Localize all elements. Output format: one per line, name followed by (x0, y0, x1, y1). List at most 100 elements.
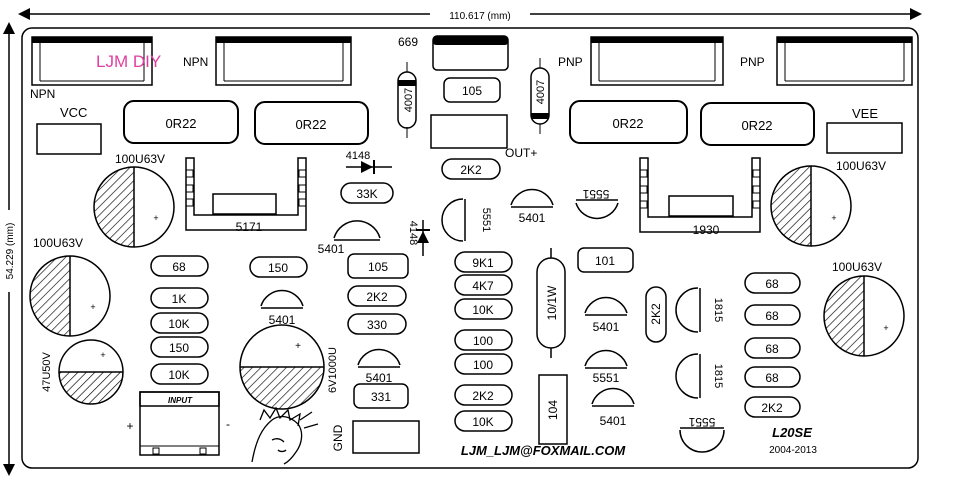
transistor-5401-d (260, 289, 304, 309)
transistor-5401-b (510, 188, 554, 208)
resistor-105-mid-label: 105 (368, 260, 388, 274)
power-transistor-npn-2 (215, 36, 352, 86)
resistor-105-top (443, 77, 501, 103)
vee-pad (826, 122, 903, 154)
capacitor-100u63v-4-label: 100U63V (832, 260, 882, 274)
transistor-1815-a-label: 1815 (712, 298, 724, 322)
resistor-4k7 (454, 274, 513, 296)
resistor-2k2-vertical (645, 286, 667, 343)
resistor-2k2-mid-label: 2K2 (366, 290, 388, 304)
resistor-0r22-3 (569, 100, 688, 144)
transistor-5401-d-label: 5401 (269, 313, 296, 327)
transistor-5401-b-label: 5401 (519, 211, 546, 225)
transistor-1815-a (675, 287, 701, 333)
resistor-10-1w (536, 248, 566, 358)
capacitor-104 (538, 374, 568, 445)
resistor-2k2-right-label: 2K2 (761, 401, 783, 415)
power-transistor-pnp-2 (776, 36, 913, 86)
transistor-5401-f-label: 5401 (600, 414, 627, 428)
width-label: 110.617 (mm) (449, 11, 511, 22)
resistor-105-mid (347, 253, 409, 279)
resistor-4k7-label: 4K7 (472, 279, 494, 293)
resistor-10k-center-1 (454, 298, 513, 320)
transistor-669 (432, 35, 509, 71)
diode-4148-vertical (416, 220, 430, 256)
pad-outplus (430, 114, 508, 149)
resistor-0r22-1 (123, 100, 239, 144)
resistor-150-left (150, 336, 209, 358)
diode-4148-horizontal-label: 4148 (346, 150, 370, 162)
resistor-0r22-3-label: 0R22 (612, 116, 643, 131)
resistor-68-right-2-label: 68 (765, 309, 779, 323)
transistor-5551-d (679, 427, 725, 453)
resistor-68-right-1 (744, 272, 801, 294)
logo-text: LJM DIY (96, 52, 161, 71)
capacitor-6v1000u-label: 6V1000U (327, 347, 339, 393)
diode-4148-vertical-label: 4148 (407, 221, 419, 245)
resistor-101-label: 101 (595, 254, 615, 268)
input-label: INPUT (168, 396, 193, 405)
capacitor-100u63v-3-label: 100U63V (836, 159, 886, 173)
resistor-10k-center-1-label: 10K (472, 303, 493, 317)
resistor-2k2-mid (347, 285, 407, 307)
out-label: OUT+ (505, 146, 537, 160)
diode-4007-right-label: 4007 (535, 80, 547, 104)
transistor-5401-f (591, 387, 635, 407)
capacitor-100u63v-1: + (93, 166, 175, 248)
resistor-0r22-4 (700, 102, 815, 146)
transistor-5551-b-label: 5551 (582, 187, 609, 201)
vee-label: VEE (852, 106, 878, 121)
transistor-1815-b (675, 353, 701, 399)
diode-4007-right (530, 58, 550, 134)
resistor-68-right-3 (744, 337, 801, 359)
resistor-68-right-4 (744, 366, 801, 388)
resistor-10k-left-1 (150, 312, 209, 334)
height-dimension: 54.229 (mm) (2, 22, 16, 476)
transistor-5401-e-label: 5401 (366, 371, 393, 385)
vcc-pad (36, 123, 102, 155)
resistor-100-2 (454, 353, 513, 375)
resistor-33k (340, 182, 394, 204)
capacitor-104-label: 104 (546, 400, 560, 420)
resistor-2k2-center-top (441, 158, 501, 180)
cap1-polarity: + (153, 213, 158, 223)
resistor-2k2-center-bottom (454, 384, 513, 406)
cap6-polarity: + (295, 341, 301, 352)
resistor-10k-center-2 (454, 410, 513, 432)
resistor-331 (353, 383, 409, 409)
board-outline (21, 27, 919, 469)
resistor-2k2-center-top-label: 2K2 (460, 163, 482, 177)
heatsink-left-label: 5171 (236, 220, 263, 234)
capacitor-47u50v-label: 47U50V (41, 351, 53, 391)
resistor-9k1-label: 9K1 (472, 256, 494, 270)
t669-label: 669 (398, 35, 418, 49)
resistor-150-left-label: 150 (169, 341, 189, 355)
cap3-polarity: + (831, 213, 836, 223)
width-dimension: 110.617 (mm) (18, 8, 922, 22)
transistor-5551-d-label: 5551 (688, 415, 715, 429)
npn-label-2: NPN (183, 55, 208, 69)
capacitor-100u63v-4: + (823, 275, 905, 357)
resistor-10k-center-2-label: 10K (472, 415, 493, 429)
model-text: L20SE (772, 425, 812, 440)
transistor-5551-c-label: 5551 (593, 371, 620, 385)
diode-4007-left-label: 4007 (403, 88, 415, 112)
heatsink-left (185, 157, 307, 231)
resistor-100-1-label: 100 (473, 334, 493, 348)
resistor-100-2-label: 100 (473, 358, 493, 372)
capacitor-47u50v: + (58, 339, 124, 405)
power-transistor-npn-1 (31, 36, 153, 86)
resistor-10k-left-2 (150, 363, 209, 385)
capacitor-100u63v-2-label: 100U63V (33, 236, 83, 250)
resistor-0r22-2-label: 0R22 (295, 117, 326, 132)
transistor-1815-b-label: 1815 (712, 364, 724, 388)
resistor-2k2-vertical-label: 2K2 (649, 303, 663, 325)
input-minus: - (226, 417, 230, 431)
resistors-left: 68 1K 10K 150 10K (150, 255, 209, 385)
gnd-label: GND (331, 424, 345, 451)
capacitor-100u63v-2: + (29, 255, 111, 337)
resistor-68-right-1-label: 68 (765, 277, 779, 291)
transistor-5401-c (584, 296, 628, 316)
transistor-5551-a-label: 5551 (480, 208, 492, 232)
